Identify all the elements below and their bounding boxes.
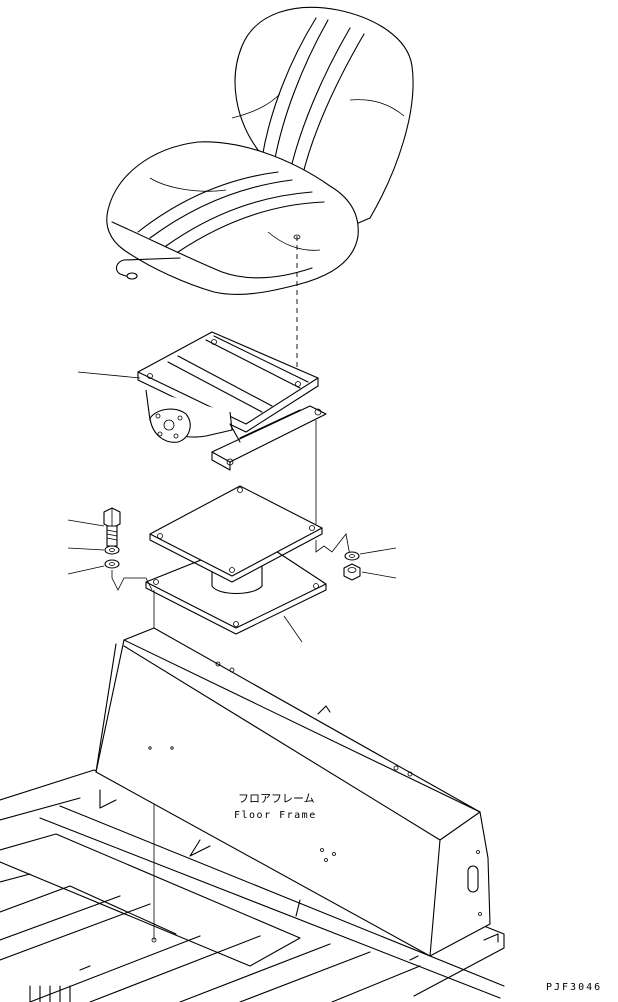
floor-hole-mark [151, 937, 157, 943]
bolt-leader [67, 519, 105, 527]
seat-icon [106, 6, 414, 295]
drawing-code: PJF3046 [546, 982, 602, 993]
plate-icon [145, 485, 327, 635]
washer-icon [344, 551, 360, 561]
floor-frame-label-jp: フロアフレーム [238, 792, 315, 805]
washer-left-leader [67, 565, 105, 575]
break-line-left [111, 570, 153, 591]
bolt-icon [103, 507, 121, 547]
nut-icon [343, 563, 361, 581]
washer-icon [104, 545, 120, 555]
plate-leader [283, 615, 303, 643]
suspension-icon [137, 331, 327, 471]
washer-icon [104, 559, 120, 569]
seat-hole-mark [293, 234, 301, 240]
suspension-leader [77, 371, 141, 379]
break-line-right [315, 533, 351, 557]
spring-washer-left-leader [67, 547, 105, 551]
spring-washer-right-leader [359, 547, 397, 555]
floor-frame-label-en: Floor Frame [234, 810, 317, 821]
frame-icon [0, 627, 505, 1002]
nut-leader [361, 571, 397, 579]
